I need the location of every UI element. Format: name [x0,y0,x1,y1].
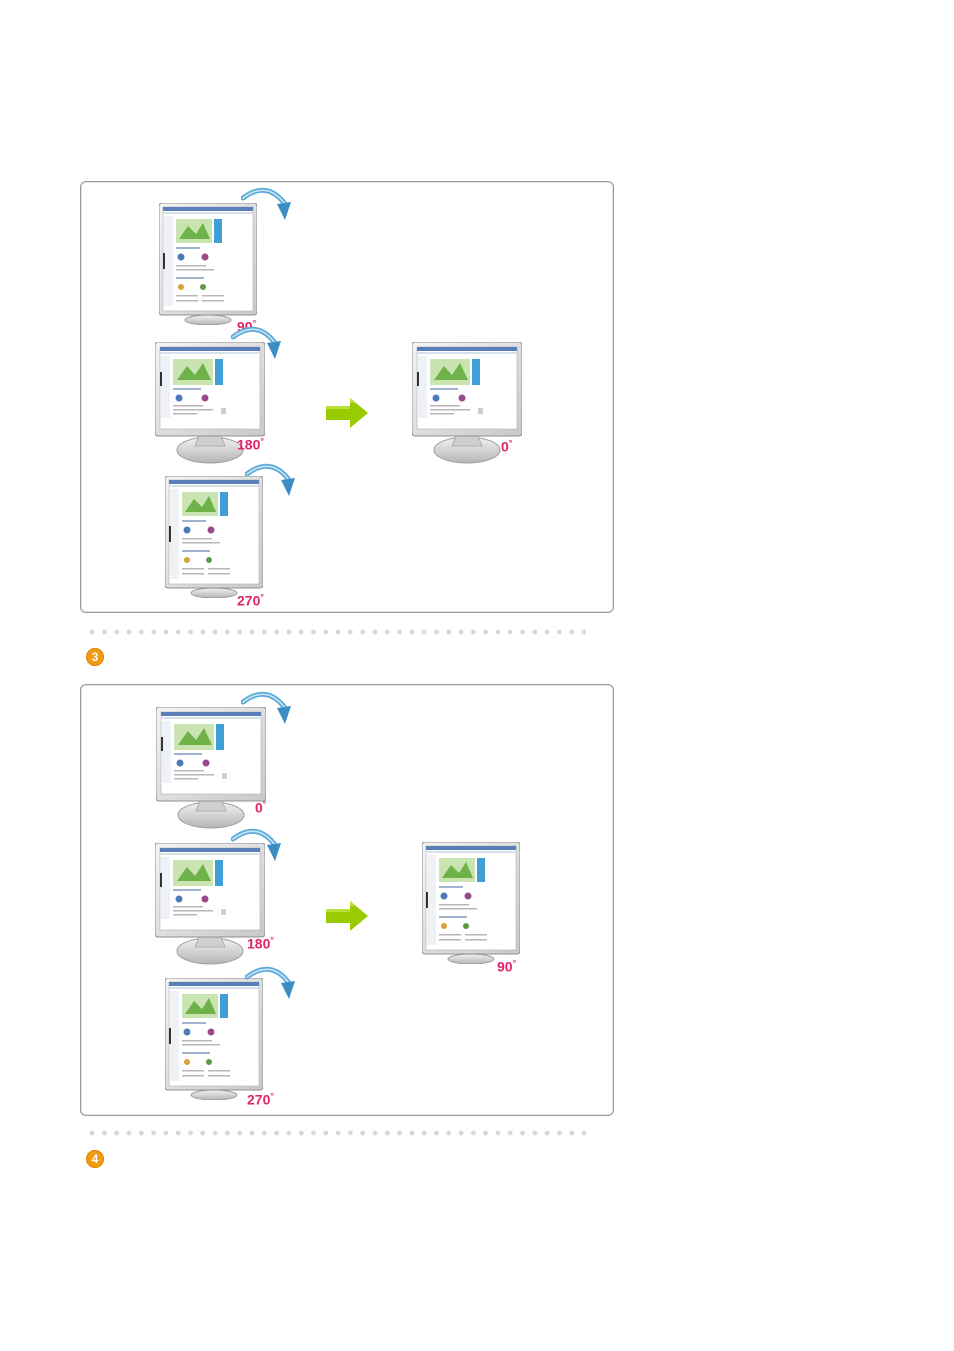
degree-label: 270° [247,1091,274,1108]
rotate-arrow-icon [241,184,293,228]
green-right-arrow-icon [326,398,370,428]
step-badge: 3 [86,648,104,666]
rotation-panel-1: 90° 180° 270° 0° [80,181,614,613]
degree-label: 270° [237,592,264,609]
result-degree-label: 0° [501,438,512,455]
step-badge: 4 [86,1150,104,1168]
rotation-panel-2: 0° 180° 270° 90° [80,684,614,1116]
degree-label: 180° [247,935,274,952]
rotate-arrow-icon [245,460,297,504]
rotate-arrow-icon [245,963,297,1007]
degree-label: 0° [255,799,266,816]
dotted-divider [86,1130,586,1136]
rotate-arrow-icon [231,323,283,367]
degree-label: 180° [237,436,264,453]
rotate-arrow-icon [231,825,283,869]
monitor-icon [422,842,520,964]
dotted-divider [86,629,586,635]
green-right-arrow-icon [326,901,370,931]
result-degree-label: 90° [497,958,516,975]
rotate-arrow-icon [241,688,293,732]
